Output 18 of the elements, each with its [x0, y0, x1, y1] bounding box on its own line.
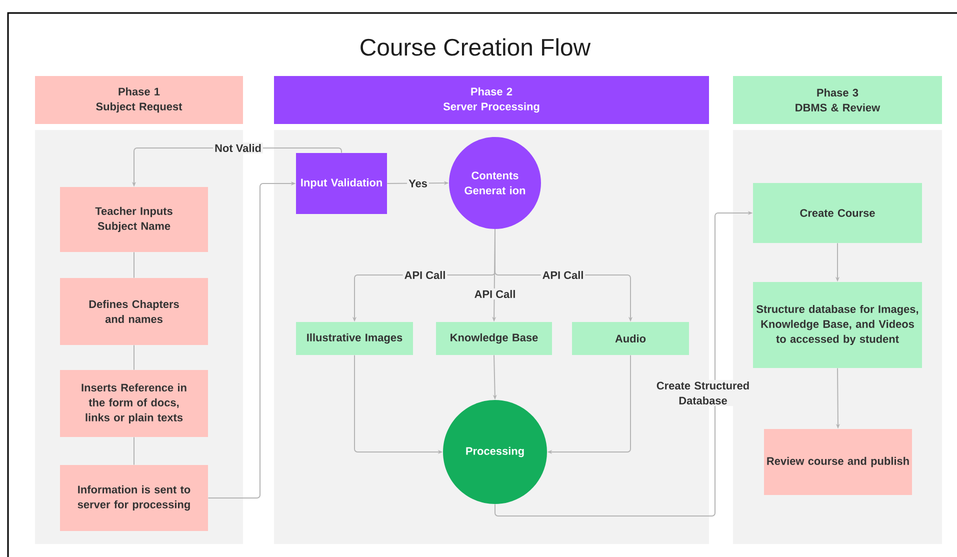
- title: Course Creation Flow: [360, 38, 591, 56]
- process-box: Defines Chapters and names: [60, 278, 208, 345]
- process-box: Inserts Reference in the form of docs, links or plain texts: [60, 370, 208, 437]
- process-box: Knowledge Base: [436, 322, 552, 355]
- process-box: Create Course: [753, 183, 922, 243]
- process-box: Information is sent to server for processing: [60, 465, 208, 531]
- phase-header: Phase 1 Subject Request: [35, 76, 243, 124]
- process-box: Review course and publish: [764, 429, 912, 495]
- process-box: Input Validation: [296, 153, 387, 214]
- process-box: Audio: [572, 322, 689, 355]
- edge-label: Create Structured Database: [654, 380, 752, 406]
- phase-header: Phase 3 DBMS & Review: [733, 76, 942, 124]
- process-box: Teacher Inputs Subject Name: [60, 187, 208, 252]
- edge-label: Yes: [407, 178, 429, 189]
- phase-header: Phase 2 Server Processing: [274, 76, 709, 124]
- process-box: Structure database for Images, Knowledge Base, and Videos to accessed by student: [753, 282, 922, 368]
- edge-label: Not Valid: [213, 142, 263, 154]
- process-box: Illustrative Images: [296, 322, 413, 355]
